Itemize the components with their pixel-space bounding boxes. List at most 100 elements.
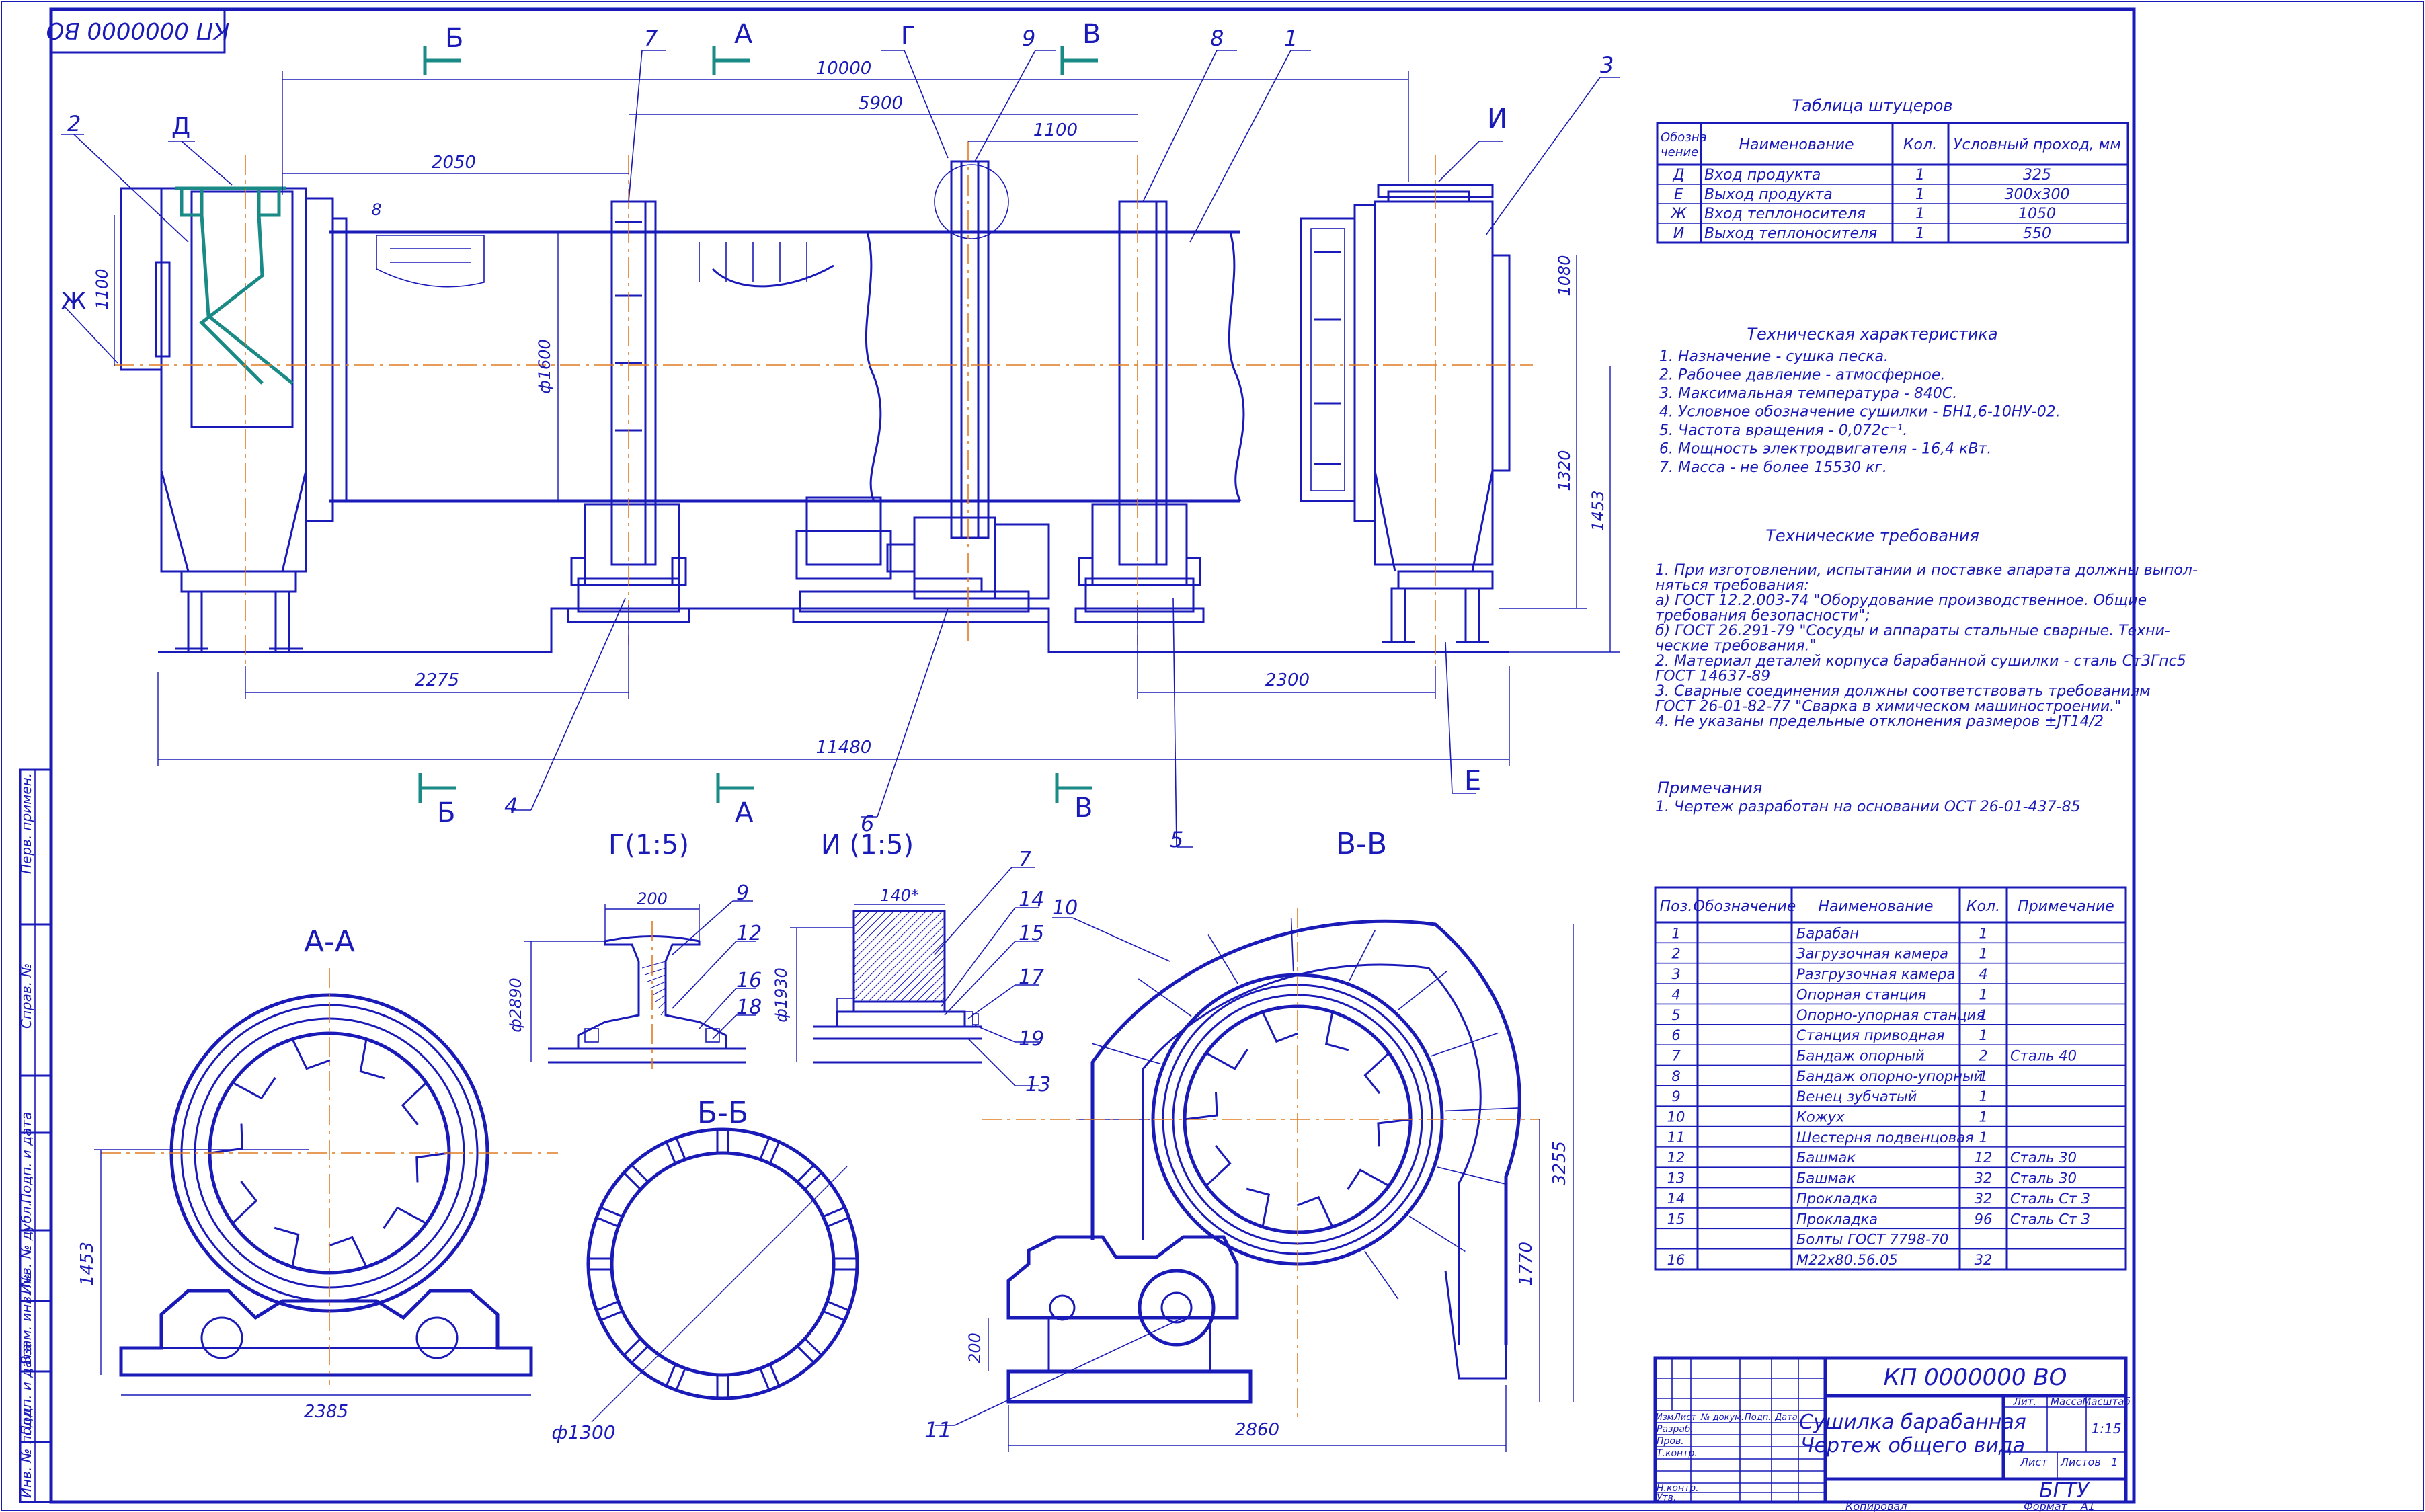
- spec-qty: 32: [1975, 1191, 1993, 1207]
- spec-name: Барабан: [1796, 925, 1859, 941]
- main-view: 10000 5900 1100 2050 8 1100 ф1600 1080 1…: [61, 19, 1620, 852]
- text-line: 5. Частота вращения - 0,072с⁻¹.: [1659, 422, 1907, 439]
- svg-text:2860: 2860: [1235, 1420, 1279, 1440]
- spec-qty: 32: [1975, 1252, 1993, 1268]
- spec-pos: 4: [1671, 986, 1680, 1002]
- spec-qty: 1: [1979, 1068, 1987, 1084]
- svg-text:В-В: В-В: [1336, 827, 1387, 861]
- fittings-cell: 550: [2023, 225, 2051, 242]
- svg-text:17: 17: [1019, 965, 1044, 989]
- svg-text:10: 10: [1052, 896, 1078, 920]
- notes: Примечания 1. Чертеж разработан на основ…: [1655, 779, 2081, 815]
- svg-text:чение: чение: [1661, 145, 1698, 159]
- svg-text:Примечания: Примечания: [1657, 779, 1762, 797]
- svg-text:Г(1:5): Г(1:5): [608, 830, 689, 861]
- svg-text:Подп.: Подп.: [1745, 1412, 1771, 1423]
- text-line: 6. Мощность электродвигателя - 16,4 кВт.: [1659, 441, 1991, 458]
- svg-text:Е: Е: [1464, 766, 1481, 797]
- svg-text:ф1930: ф1930: [772, 967, 791, 1023]
- text-line: ческие требования.": [1655, 638, 1817, 655]
- fittings-cell: 1050: [2018, 206, 2056, 223]
- spec-pos: 15: [1667, 1211, 1685, 1227]
- spec-note: Сталь 30: [2010, 1170, 2077, 1187]
- tech-characteristics: Техническая характеристика 1. Назначение…: [1659, 325, 2061, 476]
- svg-text:16: 16: [736, 969, 762, 992]
- spec-name: Загрузочная камера: [1796, 946, 1948, 962]
- svg-text:И (1:5): И (1:5): [821, 830, 914, 861]
- svg-text:БГТУ: БГТУ: [2039, 1479, 2090, 1503]
- aa-drum-blades: [209, 1039, 450, 1267]
- spec-qty: 1: [1979, 1109, 1987, 1125]
- text-line: няться требования:: [1655, 578, 1809, 594]
- svg-text:Б: Б: [437, 797, 455, 828]
- inner-frame: [49, 7, 2136, 1504]
- fittings-cell: Выход продукта: [1704, 186, 1833, 203]
- svg-text:КП 0000000 ВО: КП 0000000 ВО: [46, 17, 230, 44]
- spec-pos: 7: [1671, 1047, 1681, 1064]
- side-strip: Перв. примен. Справ. № Подп. и дата Инв.…: [18, 768, 52, 1503]
- tech-requirements: Технические требования 1. При изготовлен…: [1655, 526, 2198, 730]
- svg-text:Сушилка барабанная: Сушилка барабанная: [1799, 1410, 2026, 1434]
- svg-text:№ докум.: № докум.: [1700, 1412, 1744, 1423]
- view-aa: А-А 1453 2385: [77, 924, 558, 1422]
- svg-text:12: 12: [736, 922, 762, 945]
- svg-text:11480: 11480: [816, 738, 872, 758]
- svg-text:15: 15: [1019, 922, 1044, 945]
- text-line: б) ГОСТ 26.291-79 "Сосуды и аппараты ста…: [1655, 623, 2170, 639]
- svg-text:Д: Д: [171, 113, 190, 141]
- svg-text:140*: 140*: [880, 886, 919, 905]
- svg-text:Условный проход, мм: Условный проход, мм: [1953, 136, 2121, 153]
- svg-text:Инв. № дубл.: Инв. № дубл.: [18, 1202, 34, 1294]
- spec-header: Примечание: [2018, 898, 2114, 915]
- spec-name: Бандаж опорно-упорный: [1796, 1068, 1983, 1084]
- svg-text:1: 1: [1284, 26, 1298, 51]
- spec-qty: 96: [1975, 1211, 1993, 1227]
- fittings-cell: 1: [1915, 167, 1925, 184]
- svg-text:Лист: Лист: [1673, 1412, 1696, 1423]
- svg-text:Наименование: Наименование: [1739, 136, 1854, 153]
- svg-text:Справ. №: Справ. №: [18, 963, 34, 1029]
- spec-header: Кол.: [1966, 898, 2000, 915]
- svg-text:А: А: [735, 797, 754, 828]
- svg-text:200: 200: [637, 889, 668, 908]
- fittings-cell: Д: [1672, 167, 1684, 184]
- svg-text:Г: Г: [901, 22, 916, 50]
- svg-text:А-А: А-А: [304, 924, 355, 959]
- spec-name: Разгрузочная камера: [1796, 966, 1955, 982]
- spec-name: Прокладка: [1796, 1211, 1878, 1227]
- svg-text:1100: 1100: [1033, 120, 1078, 141]
- svg-text:200: 200: [965, 1332, 984, 1363]
- svg-text:Масса: Масса: [2051, 1396, 2083, 1408]
- svg-text:Подп. и дата: Подп. и дата: [18, 1112, 34, 1203]
- fittings-cell: 1: [1915, 206, 1925, 223]
- svg-text:2275: 2275: [415, 670, 459, 690]
- svg-text:1:15: 1:15: [2092, 1421, 2122, 1437]
- svg-text:ф1600: ф1600: [535, 339, 554, 394]
- spec-qty: 1: [1979, 986, 1987, 1002]
- i-hatch: [853, 910, 945, 1002]
- svg-text:3: 3: [1600, 52, 1614, 78]
- spec-note: Сталь Ст 3: [2010, 1191, 2090, 1207]
- spec-name: Бандаж опорный: [1796, 1047, 1925, 1064]
- svg-text:14: 14: [1019, 888, 1044, 912]
- svg-text:9: 9: [736, 881, 749, 905]
- text-line: 3. Максимальная температура - 840С.: [1659, 385, 1957, 402]
- svg-text:Инв. № подл.: Инв. № подл.: [18, 1405, 34, 1498]
- spec-pos: 6: [1671, 1027, 1680, 1043]
- spec-qty: 12: [1975, 1150, 1993, 1166]
- svg-text:1770: 1770: [1516, 1242, 1536, 1286]
- spec-pos: 12: [1667, 1150, 1685, 1166]
- svg-text:2385: 2385: [304, 1402, 348, 1422]
- svg-text:Н.контр.: Н.контр.: [1657, 1483, 1699, 1494]
- svg-text:19: 19: [1019, 1027, 1044, 1051]
- top-stamp: КП 0000000 ВО: [46, 8, 230, 54]
- spec-note: Сталь 30: [2010, 1150, 2077, 1166]
- spec-name: М22х80.56.05: [1796, 1252, 1898, 1268]
- svg-text:7: 7: [1019, 848, 1031, 871]
- svg-text:8: 8: [1210, 26, 1224, 51]
- spec-name: Опорная станция: [1796, 986, 1926, 1002]
- fittings-cell: Выход теплоносителя: [1704, 225, 1877, 242]
- svg-text:6: 6: [861, 811, 874, 836]
- svg-text:И: И: [1487, 104, 1507, 134]
